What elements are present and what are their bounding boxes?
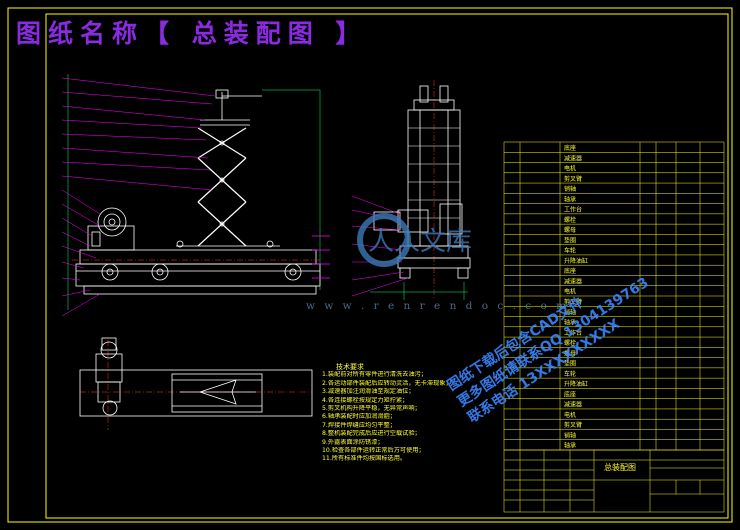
bom-cell-name: 轴承 xyxy=(564,195,576,203)
notes-item: 3.减速器加注润滑油至规定油位； xyxy=(322,388,415,396)
watermark-logo: 人人文库 xyxy=(357,213,472,267)
bom-cell-name: 螺栓 xyxy=(564,216,576,224)
bom-cell-name: 减速器 xyxy=(564,277,582,285)
bom-cell-name: 减速器 xyxy=(564,154,582,162)
bom-cell-name: 轴承 xyxy=(564,442,576,450)
title-block-drawing-name: 总装配图 xyxy=(604,463,636,472)
bom-cell-name: 垫圈 xyxy=(564,236,576,244)
title-block xyxy=(503,449,725,513)
bom-cell-name: 电机 xyxy=(564,411,576,419)
bom-cell-name: 螺母 xyxy=(564,349,576,357)
bom-cell-name: 电机 xyxy=(564,288,576,296)
bom-cell-name: 工作台 xyxy=(564,329,582,337)
notes-item: 8.整机装配完成后应进行空载试验； xyxy=(322,430,421,438)
bom-table: 底座减速器电机剪叉臂销轴轴承工作台螺栓螺母垫圈车轮升降油缸底座减速器电机剪叉臂销… xyxy=(503,141,725,451)
plan-view xyxy=(79,337,313,430)
bom-cell-name: 剪叉臂 xyxy=(564,421,582,429)
bom-cell-name: 车轮 xyxy=(564,247,576,255)
notes-item: 9.外露表面涂防锈漆； xyxy=(322,438,384,446)
bom-cell-name: 车轮 xyxy=(564,370,576,378)
outer-frame xyxy=(7,7,733,523)
technical-notes: 技术要求 1.装配前对所有零件进行清洗去油污； 2.各运动部件装配后应转动灵活，… xyxy=(322,363,512,464)
bom-cell-name: 垫圈 xyxy=(564,360,576,368)
notes-item: 10.检查各部件运转正常后方可使用； xyxy=(322,447,425,455)
bom-cell-name: 销轴 xyxy=(564,431,576,439)
watermark-logo-text: 人人文库 xyxy=(368,227,472,257)
bom-cell-name: 底座 xyxy=(564,390,576,398)
bom-cell-name: 工作台 xyxy=(564,206,582,214)
notes-item: 1.装配前对所有零件进行清洗去油污； xyxy=(322,371,427,379)
bom-cell-name: 升降油缸 xyxy=(564,380,588,388)
bom-cell-name: 底座 xyxy=(564,144,576,152)
bom-cell-name: 销轴 xyxy=(564,308,576,316)
side-view xyxy=(312,80,471,300)
notes-item: 2.各运动部件装配后应转动灵活，无卡滞现象； xyxy=(322,379,452,387)
bom-cell-name: 螺栓 xyxy=(564,339,576,347)
drawing-title: 图纸名称【 总装配图 】 xyxy=(16,19,368,48)
bom-cell-name: 销轴 xyxy=(564,185,576,193)
bom-cell-name: 电机 xyxy=(564,165,576,173)
notes-item: 11.所有标准件均按国标选用。 xyxy=(322,455,407,463)
watermark-site: w w w . r e n r e n d o c . c o m xyxy=(306,300,570,312)
notes-item: 7.焊接件焊缝应均匀平整； xyxy=(322,421,396,429)
notes-heading: 技术要求 xyxy=(336,363,364,371)
bom-cell-name: 减速器 xyxy=(564,401,582,409)
bom-cell-name: 剪叉臂 xyxy=(564,298,582,306)
front-view xyxy=(61,74,322,317)
bom-cell-name: 螺母 xyxy=(564,226,576,234)
notes-item: 5.剪叉机构升降平稳，无异常声响； xyxy=(322,405,421,413)
notes-item: 6.轴承装配时应加润滑脂； xyxy=(322,413,396,421)
inner-frame xyxy=(45,13,729,519)
bom-cell-name: 剪叉臂 xyxy=(564,175,582,183)
bom-cell-name: 底座 xyxy=(564,267,576,275)
notes-item: 4.各连接螺栓按规定力矩拧紧； xyxy=(322,396,409,404)
bom-cell-name: 轴承 xyxy=(564,319,576,327)
bom-cell-name: 升降油缸 xyxy=(564,257,588,265)
